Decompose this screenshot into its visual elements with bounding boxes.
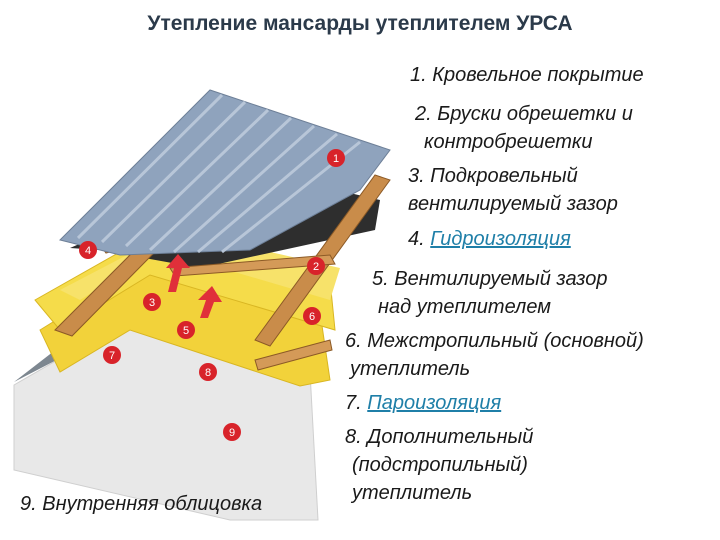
- legend-7: 7. Пароизоляция: [345, 392, 502, 414]
- legend-3: 3. Подкровельный: [408, 165, 578, 187]
- badge-7: 7: [103, 346, 121, 364]
- svg-text:9: 9: [229, 427, 235, 439]
- legend-1: 1. Кровельное покрытие: [410, 64, 644, 86]
- svg-text:2: 2: [313, 261, 319, 273]
- badge-9: 9: [223, 423, 241, 441]
- svg-text:5: 5: [183, 325, 189, 337]
- waterproofing-link[interactable]: Гидроизоляция: [430, 228, 571, 250]
- vapor-barrier-link[interactable]: Пароизоляция: [367, 392, 502, 414]
- legend-8-cont: (подстропильный): [352, 454, 528, 476]
- svg-text:7: 7: [109, 350, 115, 362]
- roofing-ribs: [76, 93, 361, 254]
- legend-4: 4. Гидроизоляция: [408, 228, 571, 250]
- legend-5: 5. Вентилируемый зазор: [372, 268, 608, 290]
- svg-text:3: 3: [149, 297, 155, 309]
- legend-2-cont: контробрешетки: [424, 131, 593, 153]
- legend-3-cont: вентилируемый зазор: [408, 193, 618, 215]
- batten: [254, 339, 333, 371]
- page-title: Утепление мансарды утеплителем УРСА: [147, 12, 573, 35]
- badge-1: 1: [327, 149, 345, 167]
- legend-6: 6. Межстропильный (основной): [345, 330, 644, 352]
- badge-3: 3: [143, 293, 161, 311]
- legend-5-cont: над утеплителем: [378, 296, 551, 318]
- legend-8: 8. Дополнительный: [345, 426, 534, 448]
- badge-2: 2: [307, 257, 325, 275]
- svg-text:8: 8: [205, 367, 211, 379]
- svg-text:4: 4: [85, 245, 91, 257]
- badge-6: 6: [303, 307, 321, 325]
- legend-2: 2. Бруски обрешетки и: [415, 103, 633, 125]
- svg-text:1: 1: [333, 153, 339, 165]
- legend-6-cont: утеплитель: [350, 358, 471, 380]
- legend-9: 9. Внутренняя облицовка: [20, 493, 263, 515]
- svg-text:6: 6: [309, 311, 315, 323]
- legend-8-cont2: утеплитель: [352, 482, 473, 504]
- badge-8: 8: [199, 363, 217, 381]
- badge-4: 4: [79, 241, 97, 259]
- badge-5: 5: [177, 321, 195, 339]
- airflow-arrow: [166, 254, 222, 318]
